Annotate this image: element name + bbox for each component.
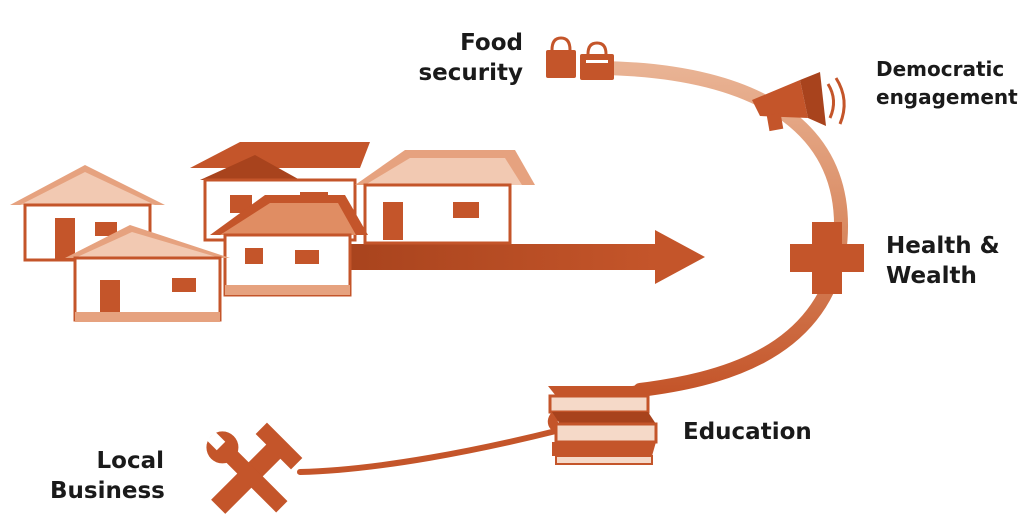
health-wealth-label-line1: Health & [886, 233, 1000, 259]
local-business-label-line1: Local [96, 448, 165, 474]
shopping-bags-icon [546, 36, 614, 80]
health-wealth-label: Health & Wealth [886, 231, 1000, 291]
food-security-label-line1: Food [460, 30, 523, 56]
village-houses-icon [10, 142, 535, 322]
health-wealth-label-line2: Wealth [886, 263, 977, 289]
education-label-text: Education [683, 419, 812, 445]
cross-icon [790, 222, 864, 294]
food-security-label: Food security [410, 28, 523, 88]
local-business-label-line2: Business [50, 478, 165, 504]
democratic-engagement-label-line1: Democratic [876, 57, 1005, 81]
megaphone-icon [752, 72, 846, 132]
democratic-engagement-label-line2: engagement [876, 85, 1018, 109]
village-arrow [340, 230, 705, 284]
books-icon [548, 386, 658, 465]
education-label: Education [683, 417, 812, 447]
local-business-label: Local Business [50, 446, 165, 506]
democratic-engagement-label: Democratic engagement [876, 55, 1018, 111]
food-security-label-line2: security [418, 60, 523, 86]
business-connector [297, 427, 563, 475]
crossed-tools-icon [206, 422, 303, 514]
